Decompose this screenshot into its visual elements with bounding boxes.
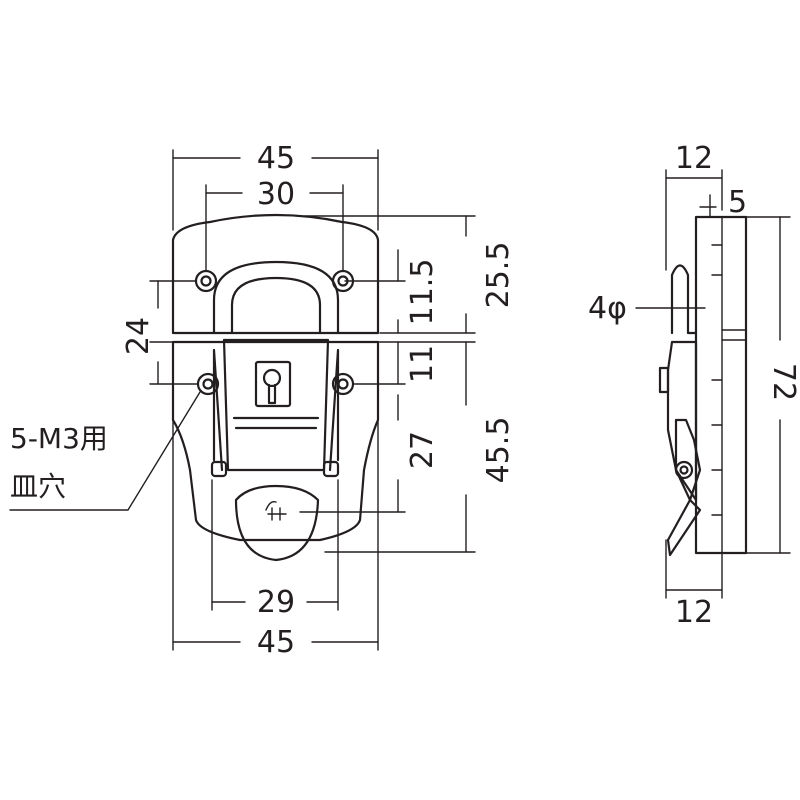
callout-line1: 5-M3用 [10,422,108,455]
side-view: 12 5 4φ 72 12 [588,141,800,630]
side-thumb-tail [666,498,702,557]
screw-hole-icon [194,269,218,293]
key-plate [254,360,292,408]
callout-leader [9,391,201,511]
lower-plate-outline [171,340,380,542]
screw-hole-center-icon [202,378,214,390]
screw-hole-center-icon [337,378,349,390]
dim-hook-height: 11.5 [405,259,440,326]
front-view: 45 30 25.5 11.5 24 11 27 [9,141,516,660]
callout-line2: 皿穴 [10,470,66,503]
dim-lower-height: 45.5 [481,417,516,484]
dim-gap: 11 [405,345,440,383]
hinge-rivet [210,460,228,478]
side-clasp-lever [666,340,698,502]
screw-hole-center-icon [200,275,212,287]
dim-side-bottom-depth: 12 [675,595,713,630]
thumb-pull-mark-icon [265,500,287,521]
thumb-pull [234,484,320,562]
dim-upper-height: 25.5 [481,242,516,309]
dim-plate-thickness: 5 [728,185,747,220]
dim-lower-part: 27 [405,431,440,469]
clasp-side-left [212,348,224,472]
staple-loop-inner [230,276,322,335]
side-tab [658,366,670,394]
clasp-side-right [328,348,340,472]
hinge-rivet [322,460,340,478]
keyhole-slot [267,383,277,405]
dim-side-total-height: 72 [766,363,800,401]
dim-total-width-top: 45 [257,141,295,176]
side-rivet-center-icon [679,465,689,475]
dim-pin-diameter: 4φ [588,291,627,326]
dim-hole-pitch-horizontal: 30 [257,177,295,212]
upper-plate-outline [171,213,380,335]
side-base-plate [694,215,748,555]
dim-clasp-width: 29 [257,585,295,620]
side-staple [670,264,698,335]
keyhole-icon [262,368,282,388]
dim-total-width-bottom: 45 [257,625,295,660]
side-rivet-icon [674,460,694,480]
dim-side-top-depth: 12 [675,141,713,176]
dim-hole-pitch-vertical: 24 [121,317,156,355]
